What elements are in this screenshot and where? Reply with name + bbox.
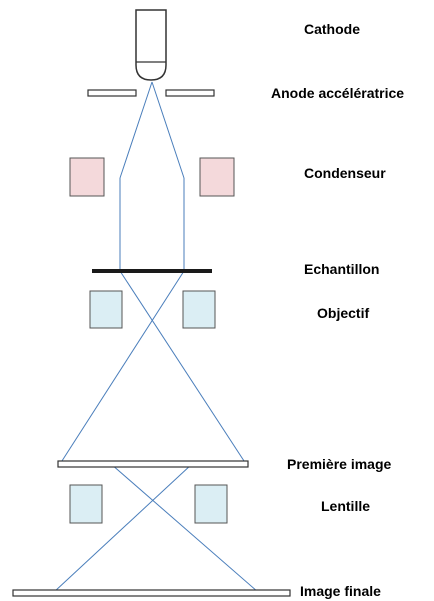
cathode-label: Cathode [304,21,360,37]
lens-label: Lentille [321,498,371,514]
anode-label: Anode accélératrice [271,85,405,101]
beam-ray [53,463,193,593]
objective-block-right [182,290,216,329]
specimen-label: Echantillon [304,261,380,277]
anode-plate-left [87,89,137,97]
specimen-bar [92,269,212,273]
first-image-label: Première image [287,456,392,472]
beam-ray [119,270,247,465]
objective-block-left [89,290,123,329]
electron-beam [53,81,259,593]
final-image-label: Image finale [300,583,381,599]
lens-block-right [194,484,228,524]
beam-ray [110,463,259,593]
beam-ray [119,81,153,179]
beam-ray [59,270,185,465]
anode-plate-right [165,89,215,97]
condenser-label: Condenseur [304,165,386,181]
condenser-block-right [199,157,235,197]
lens-block-left [69,484,103,524]
beam-ray [151,81,185,179]
cathode-gun [135,9,167,81]
final-image-plate [12,589,291,597]
condenser-block-left [69,157,105,197]
first-image-plate [57,460,249,468]
objective-label: Objectif [317,305,370,321]
